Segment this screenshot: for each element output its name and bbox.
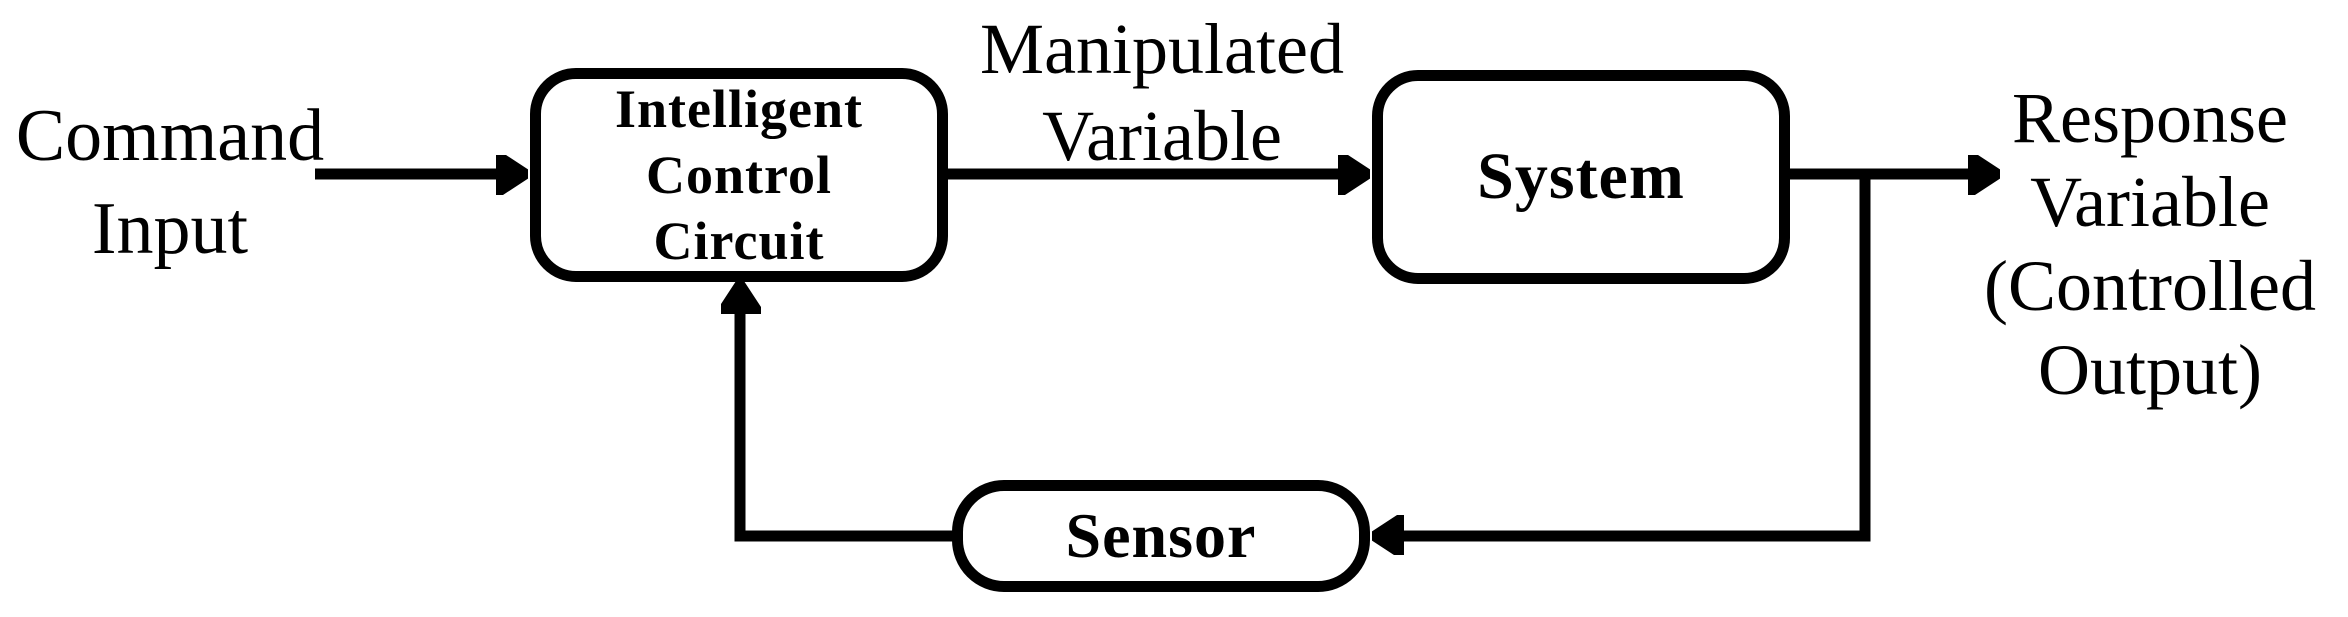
- controller-label-line: Control: [645, 145, 832, 205]
- command-input-label-line: Input: [91, 188, 249, 270]
- manipulated-variable-label-line: Manipulated: [980, 9, 1344, 89]
- response-variable-label-line: (Controlled: [1984, 246, 2316, 326]
- response-variable-label-line: Response: [2012, 78, 2288, 158]
- sensor-box: Sensor: [952, 480, 1370, 592]
- sensor-to-controller-arrow: [740, 286, 954, 542]
- controller-box: Intelligent Control Circuit: [530, 68, 948, 282]
- feedback-tap-to-sensor-arrow: [1376, 174, 1871, 536]
- command-input-label: Command Input: [5, 90, 335, 276]
- response-variable-label-line: Variable: [2030, 162, 2270, 242]
- response-variable-label: Response Variable (Controlled Output): [1966, 76, 2334, 412]
- controller-label-line: Circuit: [653, 211, 825, 271]
- sensor-label: Sensor: [1065, 500, 1257, 571]
- manipulated-variable-label-line: Variable: [1042, 96, 1282, 176]
- command-input-label-line: Command: [15, 95, 325, 177]
- controller-label-line: Intelligent: [615, 79, 863, 139]
- system-box: System: [1372, 70, 1790, 284]
- response-variable-label-line: Output): [2038, 330, 2262, 410]
- system-label: System: [1477, 140, 1685, 213]
- manipulated-variable-label: Manipulated Variable: [962, 6, 1362, 180]
